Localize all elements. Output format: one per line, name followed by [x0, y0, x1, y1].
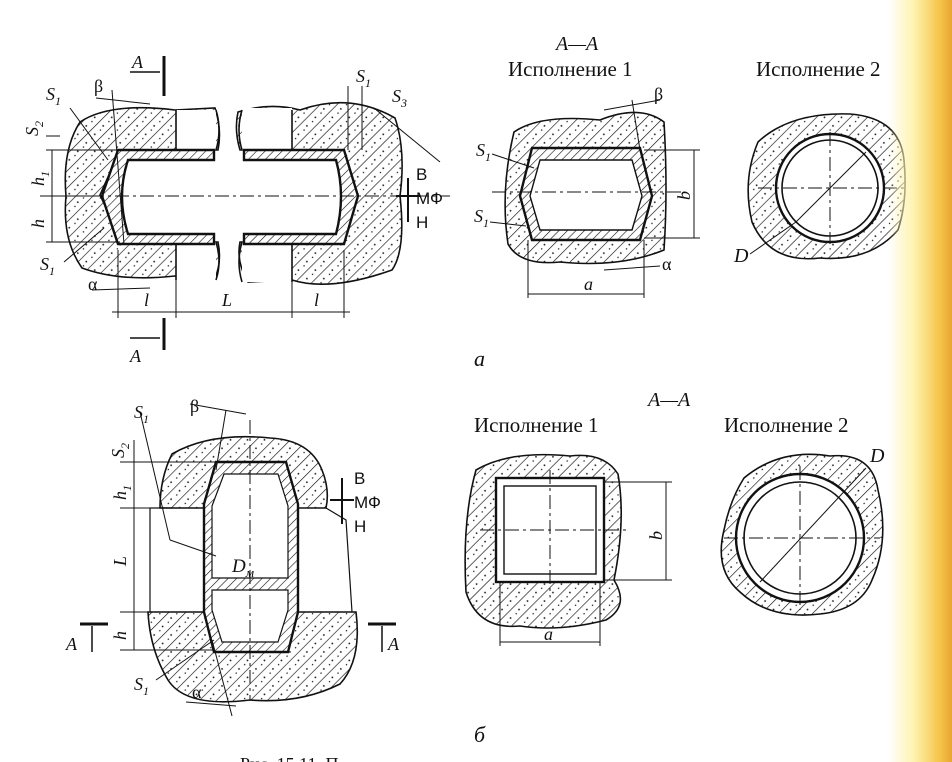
fig-b-longitudinal-view	[80, 403, 396, 717]
fig-b-lower-body	[147, 611, 359, 703]
fig-b-variant1-title: Исполнение 1	[474, 413, 599, 437]
fig-a-h-label: h	[28, 219, 48, 228]
fig-a-beta-label: β	[94, 76, 103, 96]
fig-a-L-label: L	[221, 290, 232, 310]
fig-b-beta-label: β	[190, 396, 199, 416]
fig-a-variant2-title: Исполнение 2	[756, 57, 881, 81]
fig-b-s1-top-label: S1	[134, 402, 149, 426]
fig-a-v2-d-label: D	[733, 245, 749, 267]
fig-b-L-label: L	[110, 556, 130, 567]
fig-b-v1-a-label: a	[544, 624, 553, 644]
fig-b-direction-up-label: В	[354, 469, 365, 488]
fig-a-s3-label: S3	[392, 86, 407, 110]
fig-b-caption: б	[474, 722, 486, 747]
fig-a-alpha-label: α	[88, 274, 98, 294]
fig-b-section-mark-right: А	[387, 634, 400, 654]
fig-a-variant1-title: Исполнение 1	[508, 57, 633, 81]
page-edge-shading	[888, 0, 952, 762]
fig-b-section-labels: А—А Исполнение 1 Исполнение 2 b a D б	[474, 389, 885, 747]
fig-a-direction-down-label: Н	[416, 213, 428, 232]
fig-b-variant2-title: Исполнение 2	[724, 413, 849, 437]
fig-a-s1-bottom-label: S1	[40, 254, 55, 278]
fig-a-v1-b-label: b	[674, 191, 694, 200]
fig-b-section-title: А—А	[646, 389, 691, 411]
fig-b-section-views	[464, 453, 884, 646]
fig-b-s1-bottom-label: S1	[134, 674, 149, 698]
fig-b-h-label: h	[110, 631, 130, 640]
fig-b-v1-b-label: b	[646, 531, 666, 540]
fig-a-direction-up-label: В	[416, 165, 427, 184]
fig-a-l-right-label: l	[314, 290, 319, 310]
fig-a-v1-s1-bottom-label: S1	[474, 206, 489, 230]
fig-a-section-views	[489, 99, 906, 298]
fig-a-s2-label: S2	[22, 121, 46, 136]
fig-a-v1-a-label: a	[584, 274, 593, 294]
fig-a-s1-top-label: S1	[46, 84, 61, 108]
fig-b-alpha-label: α	[192, 682, 202, 702]
fig-b-parting-label: МФ	[354, 493, 381, 512]
fig-a-parting-label: МФ	[416, 189, 443, 208]
fig-a-l-left-label: l	[144, 290, 149, 310]
figure-footer-caption: Рис. 15.11. П	[240, 754, 338, 762]
fig-b-v2-d-label: D	[869, 445, 885, 467]
fig-a-key	[100, 148, 216, 246]
fig-a-section-labels: А—А Исполнение 1 Исполнение 2 β S1 S1 b …	[474, 33, 881, 371]
fig-a-section-mark-bottom: А	[129, 346, 142, 366]
fig-b-section-mark-left: А	[65, 634, 78, 654]
fig-b-dm-label: Dм	[231, 556, 254, 580]
fig-a-h1-label: h1	[28, 171, 52, 186]
fig-a-section-title: А—А	[554, 33, 599, 55]
fig-b-h1-label: h1	[110, 485, 134, 500]
fig-b-labels: S1 β S2 h1 L h Dм S1 α В МФ Н А А	[65, 396, 400, 702]
fig-a-v1-alpha-label: α	[662, 254, 672, 274]
fig-a-longitudinal-view	[40, 56, 450, 350]
fig-a-s1-right-label: S1	[356, 66, 371, 90]
fig-a-caption: а	[474, 346, 485, 371]
fig-b-s2-label: S2	[108, 443, 132, 458]
fig-b-upper-body	[159, 435, 329, 509]
fig-a-section-mark-top: А	[131, 52, 144, 72]
fig-a-v1-beta-label: β	[654, 84, 663, 104]
fig-a-key-right	[242, 148, 360, 246]
fig-b-direction-down-label: Н	[354, 517, 366, 536]
fig-a-labels: А А S1 S2 h1 h S1 β α l L l S1 S3 В МФ Н	[22, 52, 443, 366]
fig-a-v1-s1-top-label: S1	[476, 140, 491, 164]
